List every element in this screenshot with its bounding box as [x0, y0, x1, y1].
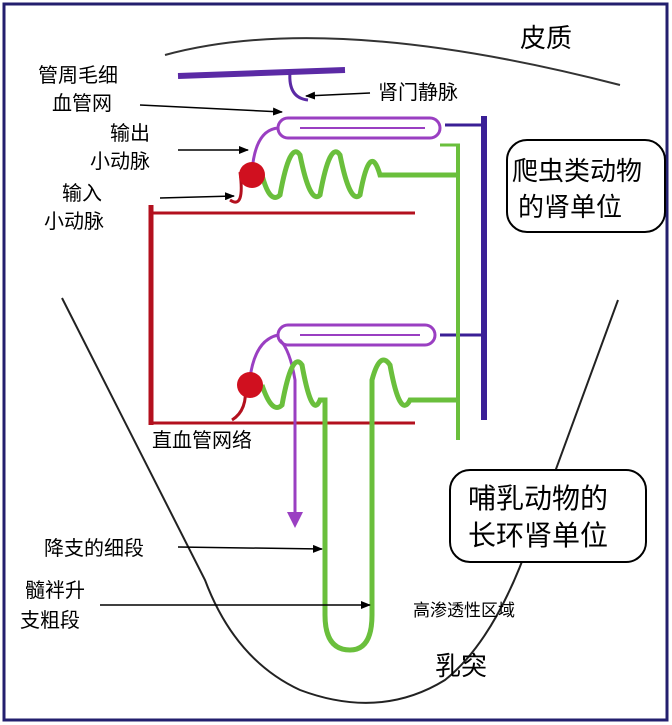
label-mammal-box-1: 哺乳动物的: [468, 482, 608, 515]
pointer-afferent: [159, 192, 235, 201]
label-peritubular-1: 管周毛细: [38, 63, 118, 87]
label-efferent-1: 输出: [110, 121, 150, 145]
reptile-nephron-box: [506, 139, 666, 233]
renal-vein-branch: [288, 71, 309, 102]
reptile-glomerulus: [239, 162, 265, 188]
label-reptile-box-1: 爬虫类动物: [512, 157, 642, 187]
label-thin-descending: 降支的细段: [44, 536, 144, 560]
reptile-tubule: [259, 149, 460, 200]
medulla-boundary: [61, 297, 619, 704]
pointer-peritubular: [139, 104, 283, 116]
vasa-recta-arrowhead: [287, 512, 303, 528]
label-cortex: 皮质: [520, 24, 572, 54]
label-thick-ascending-2: 支粗段: [20, 608, 80, 632]
label-vasa-recta: 直血管网络: [152, 428, 252, 452]
renal-vein-bar: [177, 67, 346, 79]
label-peritubular-2: 血管网: [52, 91, 112, 115]
label-mammal-box-2: 长环肾单位: [468, 519, 608, 552]
cortex-boundary: [164, 37, 621, 86]
mammal-tubule-loop-of-henle: [259, 357, 458, 653]
vasa-recta-descending: [278, 338, 297, 520]
label-thick-ascending-1: 髓袢升: [25, 578, 85, 602]
mammal-efferent-vessel: [248, 333, 279, 379]
mammal-glomerulus: [237, 372, 263, 398]
label-medulla: 乳突: [435, 652, 487, 682]
label-efferent-2: 小动脉: [90, 149, 150, 173]
label-hyperosmotic: 高渗透性区域: [413, 601, 515, 621]
label-afferent-1: 输入: [62, 181, 102, 205]
mammal-nephron-box: [449, 469, 647, 563]
label-afferent-2: 小动脉: [44, 209, 104, 233]
label-renal-vein: 肾门静脉: [378, 80, 458, 104]
label-reptile-box-2: 的肾单位: [518, 193, 622, 223]
pointer-thin-descending: [177, 544, 323, 553]
pointer-renal-vein: [305, 91, 371, 100]
reptile-capillary-loop: [276, 116, 442, 140]
mammal-capillary-loop: [276, 323, 437, 347]
